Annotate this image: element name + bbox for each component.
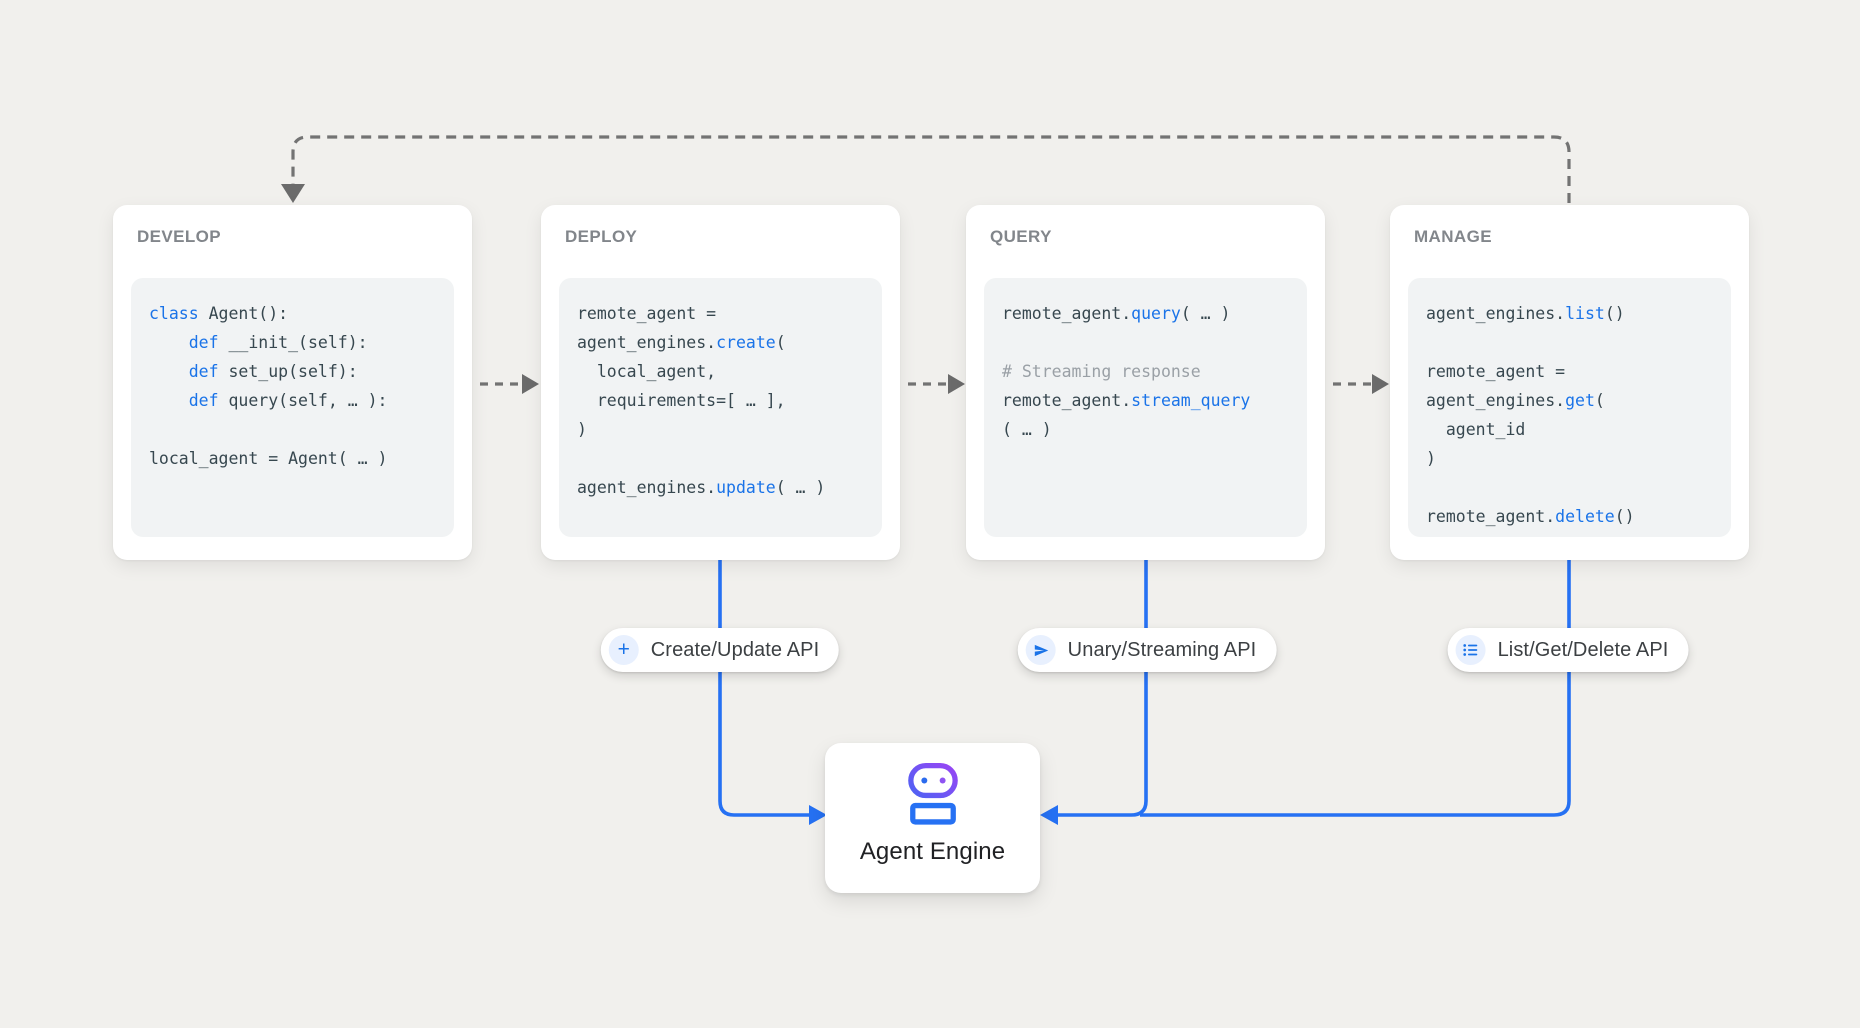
manage-card-title: MANAGE [1414,227,1492,246]
deploy-card-title: DEPLOY [565,227,638,246]
develop-code-block: class Agent(): def __init_(self): def se… [131,278,454,537]
robot-icon [907,762,958,825]
query-card-title: QUERY [990,227,1052,246]
manage-code-block: agent_engines.list() remote_agent =agent… [1408,278,1731,537]
deploy-code-block: remote_agent =agent_engines.create( loca… [559,278,882,537]
query-code-block: remote_agent.query( … ) # Streaming resp… [984,278,1307,537]
plus-icon: + [608,635,639,665]
develop-card-title: DEVELOP [137,227,222,246]
deploy-card: DEPLOY remote_agent =agent_engines.creat… [541,205,900,560]
manage-card: MANAGE agent_engines.list() remote_agent… [1390,205,1749,560]
develop-card: DEVELOP class Agent(): def __init_(self)… [113,205,472,560]
agent-engine-node: Agent Engine [825,743,1040,893]
create-update-api-label: Create/Update API [650,638,820,661]
send-icon [1025,635,1056,665]
develop-to-deploy-arrowhead-icon [522,374,539,394]
query-to-engine-wire [1058,560,1148,817]
create-update-api-pill: + Create/Update API [600,628,840,672]
query-card: QUERY remote_agent.query( … ) # Streamin… [966,205,1325,560]
list-get-delete-api-label: List/Get/Delete API [1497,638,1669,661]
deploy-to-query-arrowhead-icon [948,374,965,394]
feedback-arrowhead-icon [281,184,305,203]
engine-right-arrowhead-icon [1040,805,1058,825]
list-get-delete-api-pill: List/Get/Delete API [1447,628,1689,672]
list-icon [1455,635,1486,665]
query-to-manage-arrowhead-icon [1372,374,1389,394]
unary-streaming-api-pill: Unary/Streaming API [1017,628,1277,672]
agent-engine-label: Agent Engine [859,838,1006,865]
unary-streaming-api-label: Unary/Streaming API [1067,638,1257,661]
manage-to-engine-wire [1140,560,1571,817]
feedback-dashed-wire [291,135,1571,203]
deploy-to-engine-wire [718,560,810,817]
